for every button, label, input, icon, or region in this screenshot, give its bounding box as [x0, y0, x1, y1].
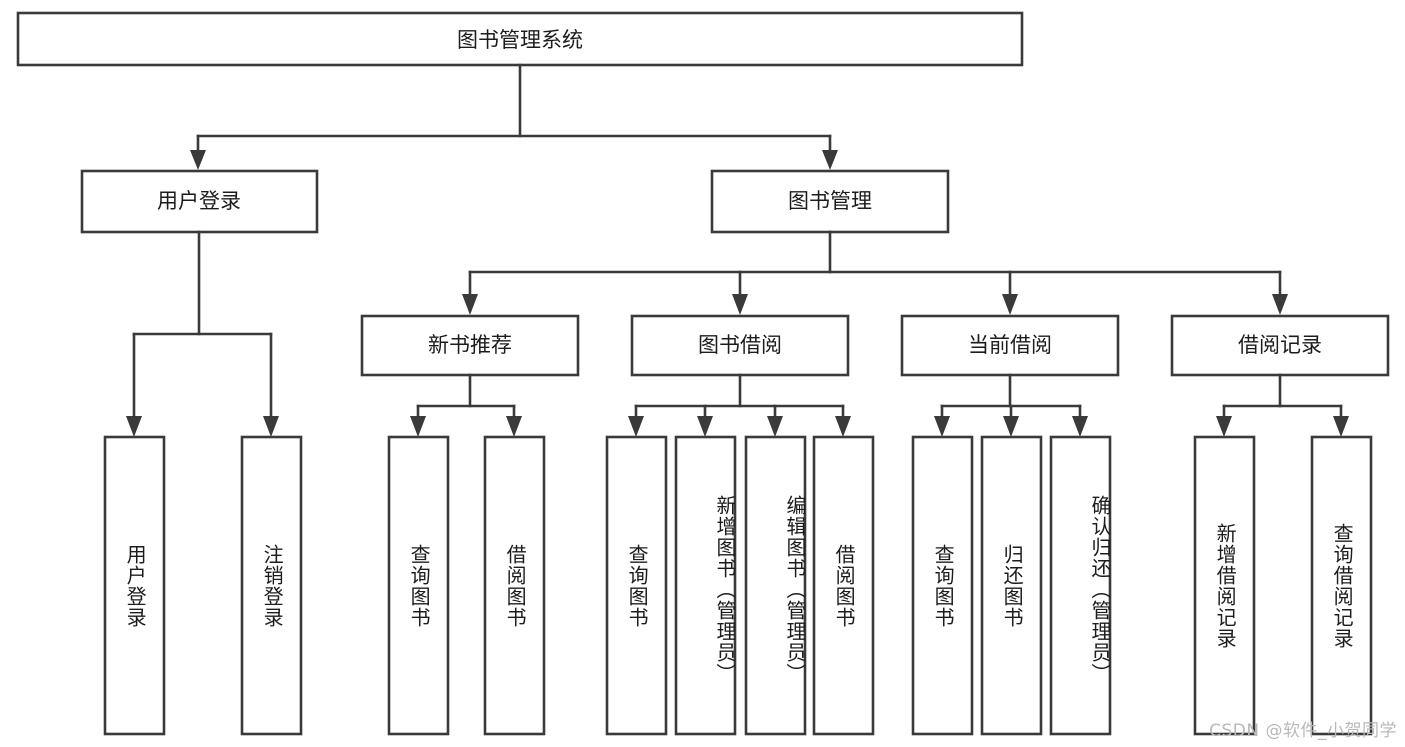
node-leaf-query-record[interactable]: [1310, 435, 1373, 736]
node-leaf-query-book-2[interactable]: [605, 435, 668, 736]
node-leaf-return-book[interactable]: [980, 435, 1043, 736]
node-current-borrow-label: 当前借阅: [968, 333, 1052, 357]
arrow-head-user-login: [190, 150, 206, 170]
arrow-head-book-management: [822, 150, 838, 170]
node-current-borrow[interactable]: [900, 314, 1120, 377]
arrow-head-leaf-query-book-1: [410, 416, 426, 437]
arrow-head-leaf-query-record: [1333, 416, 1349, 437]
node-new-book-recommend[interactable]: [360, 314, 580, 377]
node-leaf-add-record[interactable]: [1193, 435, 1256, 736]
node-leaf-user-login[interactable]: [103, 435, 166, 736]
node-book-borrow[interactable]: [630, 314, 850, 377]
node-book-management[interactable]: [710, 169, 950, 234]
arrow-head-book-borrow: [732, 294, 748, 315]
arrow-head-leaf-confirm-return: [1072, 416, 1088, 437]
node-user-login-label: 用户登录: [157, 189, 241, 213]
arrow-head-borrow-record: [1272, 294, 1288, 315]
node-borrow-record[interactable]: [1170, 314, 1390, 377]
node-leaf-add-book[interactable]: [674, 435, 737, 736]
node-root-label: 图书管理系统: [457, 28, 583, 52]
node-leaf-borrow-book-1[interactable]: [483, 435, 546, 736]
node-book-management-label: 图书管理: [788, 189, 872, 213]
arrow-head-leaf-add-book: [697, 416, 713, 437]
arrow-head-leaf-query-book-3: [934, 416, 950, 437]
node-leaf-logout-login[interactable]: [240, 435, 303, 736]
arrow-head-leaf-user-login: [126, 416, 142, 437]
node-borrow-record-label: 借阅记录: [1238, 333, 1322, 357]
node-leaf-confirm-return[interactable]: [1049, 435, 1112, 736]
node-new-book-recommend-label: 新书推荐: [428, 333, 512, 357]
arrow-head-leaf-add-record: [1216, 416, 1232, 437]
node-root-book-management-system[interactable]: [16, 11, 1024, 67]
arrow-head-leaf-edit-book: [767, 416, 783, 437]
arrow-head-current-borrow: [1002, 294, 1018, 315]
arrow-head-leaf-query-book-2: [628, 416, 644, 437]
arrow-head-new-book-recommend: [462, 294, 478, 315]
node-leaf-query-book-1[interactable]: [387, 435, 450, 736]
arrow-head-leaf-logout-login: [263, 416, 279, 437]
node-book-borrow-label: 图书借阅: [698, 333, 782, 357]
arrow-head-leaf-borrow-book-1: [506, 416, 522, 437]
node-leaf-query-book-3[interactable]: [911, 435, 974, 736]
csdn-watermark: CSDN @软件_小贺同学: [1209, 721, 1397, 741]
arrow-head-leaf-return-book: [1003, 416, 1019, 437]
node-leaf-edit-book[interactable]: [744, 435, 807, 736]
arrow-head-leaf-borrow-book-2: [835, 416, 851, 437]
node-leaf-borrow-book-2[interactable]: [812, 435, 875, 736]
